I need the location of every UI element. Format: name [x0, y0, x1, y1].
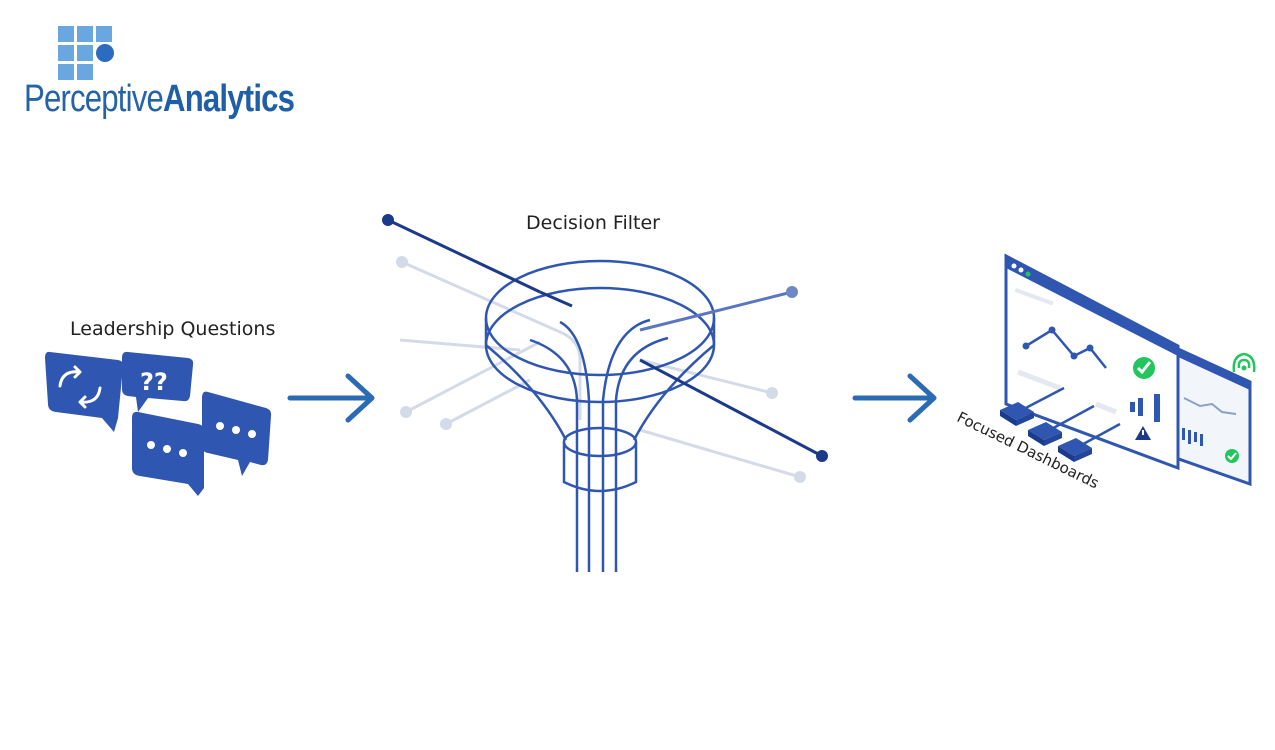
flow-arrow-1: [287, 373, 375, 423]
upper-right-line: [639, 286, 798, 332]
diagonal-input-line: [382, 214, 573, 308]
diagonal-output-line: [639, 358, 828, 462]
question-marks-bubble-icon: ??: [122, 351, 194, 412]
secondary-dashboard-screen: [1174, 345, 1256, 487]
bar-chart-icon: [1130, 394, 1160, 422]
company-logo: PerceptiveAnalytics: [22, 26, 322, 126]
decision-filter-label: Decision Filter: [526, 212, 660, 234]
funnel-channels: [529, 318, 669, 572]
signal-icon: [1232, 352, 1256, 373]
leadership-question-bubbles: ??: [45, 351, 272, 496]
leadership-questions-label: Leadership Questions: [70, 318, 276, 340]
check-icon: [1133, 357, 1155, 379]
question-marks-text: ??: [140, 368, 168, 396]
check-icon: [1225, 449, 1239, 463]
data-blocks: [1000, 402, 1092, 462]
refresh-bubble-icon: [45, 351, 124, 432]
logo-text-bold: Analytics: [163, 78, 295, 120]
decision-filter-funnel: [382, 214, 828, 572]
ellipsis-bubble-icon: [132, 411, 204, 496]
funnel-outline: [484, 259, 716, 493]
main-dashboard-screen: [1004, 253, 1180, 471]
focused-dashboards-illustration: [1000, 253, 1256, 487]
ellipsis-bubble-icon: [202, 391, 272, 476]
logo-mark: [58, 26, 114, 80]
background-lines: [396, 256, 806, 483]
logo-text-light: Perceptive: [24, 78, 164, 120]
flow-arrow-2: [852, 373, 937, 423]
warning-icon: [1135, 426, 1151, 440]
logo-wordmark: PerceptiveAnalytics: [24, 78, 295, 121]
